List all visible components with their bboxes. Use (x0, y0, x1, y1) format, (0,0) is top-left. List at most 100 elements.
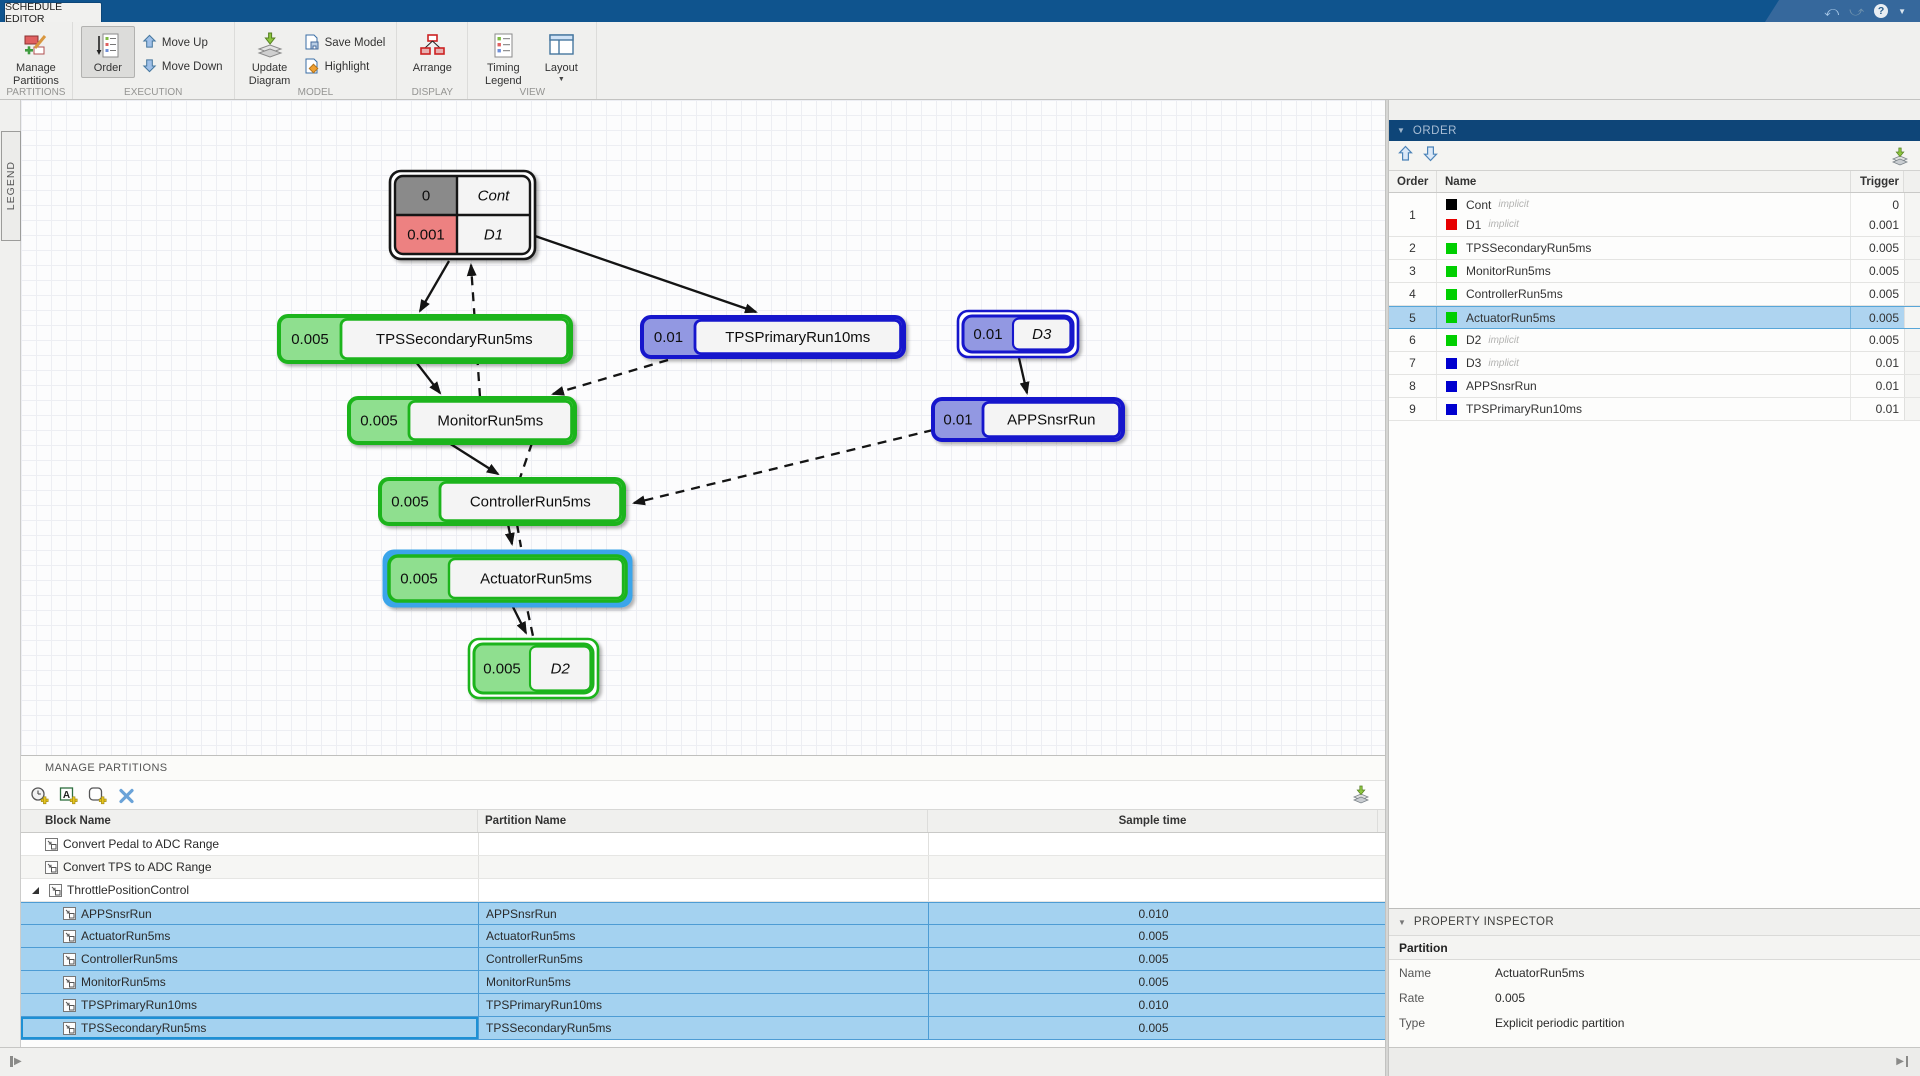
partition-name-cell[interactable] (478, 833, 928, 855)
partition-name-cell[interactable]: TPSSecondaryRun5ms (478, 1017, 928, 1039)
execution-order-arrow[interactable] (1017, 357, 1030, 395)
order-export-icon[interactable] (1890, 147, 1910, 171)
tab-schedule-editor[interactable]: SCHEDULE EDITOR (4, 1, 102, 25)
col-name[interactable]: Name (1437, 171, 1851, 192)
sample-time-cell[interactable]: 0.005 (928, 971, 1378, 993)
order-move-up-button[interactable] (1397, 145, 1414, 167)
sample-time-cell[interactable]: 0.010 (928, 994, 1378, 1016)
property-value[interactable]: ActuatorRun5ms (1495, 965, 1585, 980)
collapse-panel-icon[interactable]: ▶ (1896, 1056, 1908, 1067)
move-up-button[interactable]: Move Up (139, 34, 226, 52)
expand-panel-icon[interactable]: ▶ (10, 1056, 22, 1067)
manage-partitions-row[interactable]: Convert Pedal to ADC Range (21, 833, 1385, 856)
move-down-button[interactable]: Move Down (139, 58, 226, 76)
help-icon[interactable]: ? (1874, 4, 1889, 18)
tree-expander-icon[interactable] (31, 886, 40, 895)
sample-time-cell[interactable]: 0.010 (928, 903, 1378, 924)
col-block-name[interactable]: Block Name (21, 810, 478, 832)
sample-time-cell[interactable] (928, 856, 1378, 878)
execution-order-arrow[interactable] (504, 523, 515, 546)
order-move-down-button[interactable] (1422, 145, 1439, 167)
col-partition-name[interactable]: Partition Name (478, 810, 928, 832)
partition-name-cell[interactable]: ControllerRun5ms (478, 948, 928, 970)
partition-name-cell[interactable]: ActuatorRun5ms (478, 925, 928, 947)
property-value[interactable]: Explicit periodic partition (1495, 1015, 1625, 1030)
col-sample-time[interactable]: Sample time (928, 810, 1378, 832)
redo-icon[interactable]: ⤻ (1849, 3, 1865, 19)
partition-name-cell[interactable]: TPSPrimaryRun10ms (478, 994, 928, 1016)
data-dependency-arrow[interactable] (518, 442, 534, 479)
layout-button[interactable]: Layout ▼ (534, 26, 588, 86)
arrange-button[interactable]: Arrange (405, 26, 459, 78)
caret-down-icon[interactable]: ▼ (1898, 6, 1906, 16)
data-dependency-arrow[interactable] (632, 428, 934, 506)
data-dependency-arrow[interactable] (515, 523, 523, 548)
manage-export-icon[interactable] (1351, 785, 1371, 809)
undo-icon[interactable]: ⤺ (1824, 3, 1840, 19)
legend-tab[interactable]: LEGEND (1, 131, 21, 241)
order-button[interactable]: Order (80, 26, 135, 79)
partition-name: D2 (1466, 333, 1482, 347)
block-name-cell: Convert TPS to ADC Range (21, 856, 478, 878)
execution-order-arrow[interactable] (511, 606, 528, 635)
col-order[interactable]: Order (1389, 171, 1437, 192)
partition-name-cell[interactable] (478, 856, 928, 878)
execution-order-arrow[interactable] (534, 234, 758, 314)
manage-partitions-row[interactable]: Convert TPS to ADC Range (21, 856, 1385, 879)
sample-time-cell[interactable] (928, 833, 1378, 855)
execution-order-arrow[interactable] (415, 361, 442, 395)
sample-time-cell[interactable]: 0.005 (928, 925, 1378, 947)
partition-name-cell[interactable]: MonitorRun5ms (478, 971, 928, 993)
save-model-button[interactable]: Save Model (301, 34, 389, 52)
highlight-button[interactable]: Highlight (301, 58, 389, 76)
partition-name-cell[interactable]: APPSnsrRun (478, 903, 928, 924)
clear-partitions-button[interactable] (116, 785, 136, 805)
manage-partitions-row[interactable]: ThrottlePositionControl (21, 879, 1385, 902)
sample-time-cell[interactable]: 0.005 (928, 1017, 1378, 1039)
data-dependency-arrow[interactable] (551, 358, 669, 396)
sample-time-cell[interactable]: 0.005 (928, 948, 1378, 970)
vertical-splitter[interactable] (1385, 100, 1389, 1076)
property-inspector-header[interactable]: ▼ PROPERTY INSPECTOR (1389, 909, 1920, 935)
col-trigger[interactable]: Trigger (1851, 171, 1904, 192)
sample-time-cell[interactable] (928, 879, 1378, 901)
execution-order-arrow[interactable] (448, 442, 500, 476)
add-partition-button[interactable] (87, 785, 107, 805)
partition-name-cell[interactable] (478, 879, 928, 901)
property-value[interactable]: 0.005 (1495, 990, 1526, 1005)
partition-rate: 0.01 (654, 329, 683, 346)
execution-order-arrow[interactable] (418, 260, 450, 313)
add-periodic-partition-button[interactable] (29, 785, 49, 805)
order-panel-header[interactable]: ▼ ORDER (1389, 120, 1920, 141)
add-aperiodic-partition-button[interactable]: A (58, 785, 78, 805)
